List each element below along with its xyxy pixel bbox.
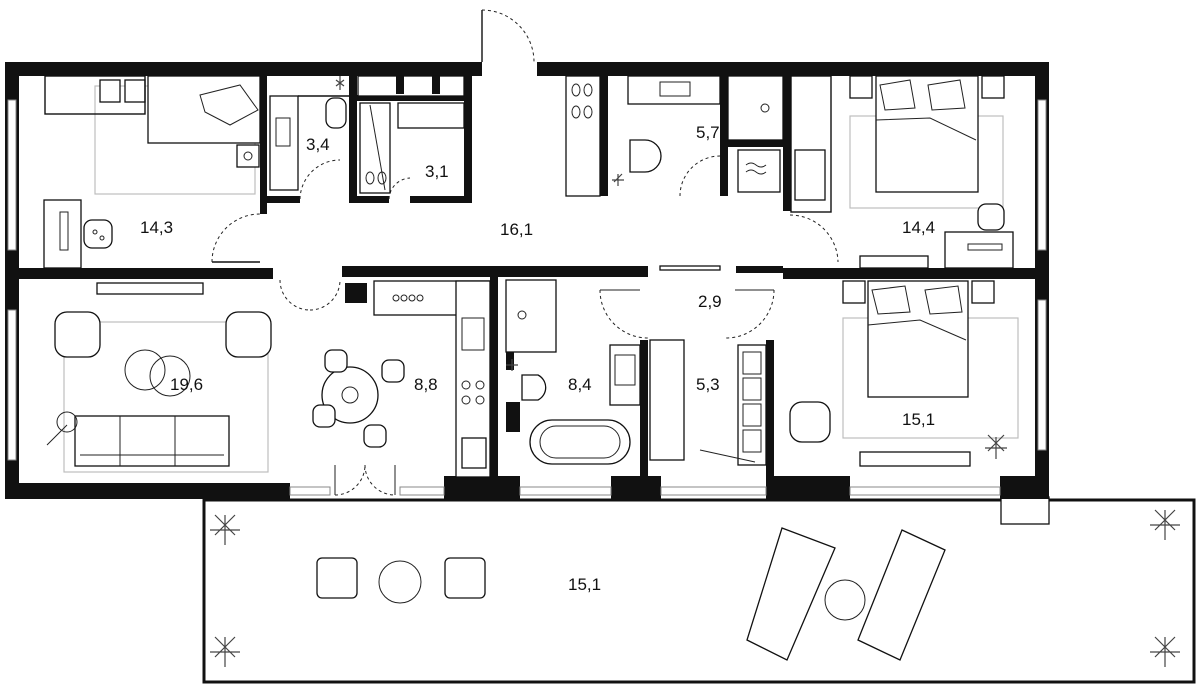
internal-walls	[260, 76, 791, 477]
area-label-terrace: 15,1	[568, 575, 601, 594]
bathroom-center-fixtures	[505, 279, 641, 465]
area-label-wardrobe-small: 3,1	[425, 162, 449, 181]
bedroom-ne-furniture	[790, 75, 1014, 269]
terrace-furniture	[210, 509, 1180, 667]
living-room-furniture	[46, 282, 272, 473]
area-label-living-room: 19,6	[170, 375, 203, 394]
wardrobe-center-fixtures	[649, 339, 767, 466]
area-label-bedroom-se: 15,1	[902, 410, 935, 429]
area-label-hall: 16,1	[500, 220, 533, 239]
area-label-bathroom-small: 3,4	[306, 135, 330, 154]
bathroom-small-fixtures	[269, 76, 349, 191]
area-labels: 14,3 3,4 3,1 16,1 5,7 14,4 19,6 8,8 8,4 …	[140, 123, 935, 594]
bathroom-ne-fixtures	[565, 75, 784, 197]
doors	[211, 9, 839, 496]
area-label-corridor: 2,9	[698, 292, 722, 311]
area-label-wardrobe-center: 5,3	[696, 375, 720, 394]
area-label-bathroom-center: 8,4	[568, 375, 592, 394]
bedroom-se-furniture	[789, 280, 1019, 467]
windows	[7, 99, 1047, 496]
area-label-bedroom-ne: 14,4	[902, 218, 935, 237]
area-label-bathroom-ne: 5,7	[696, 123, 720, 142]
area-label-kitchen: 8,8	[414, 375, 438, 394]
wardrobe-small-fixtures	[357, 75, 465, 194]
bedroom-nw-furniture	[43, 75, 261, 269]
area-label-bedroom-nw: 14,3	[140, 218, 173, 237]
terrace	[202, 496, 1196, 684]
kitchen-furniture	[312, 280, 491, 478]
